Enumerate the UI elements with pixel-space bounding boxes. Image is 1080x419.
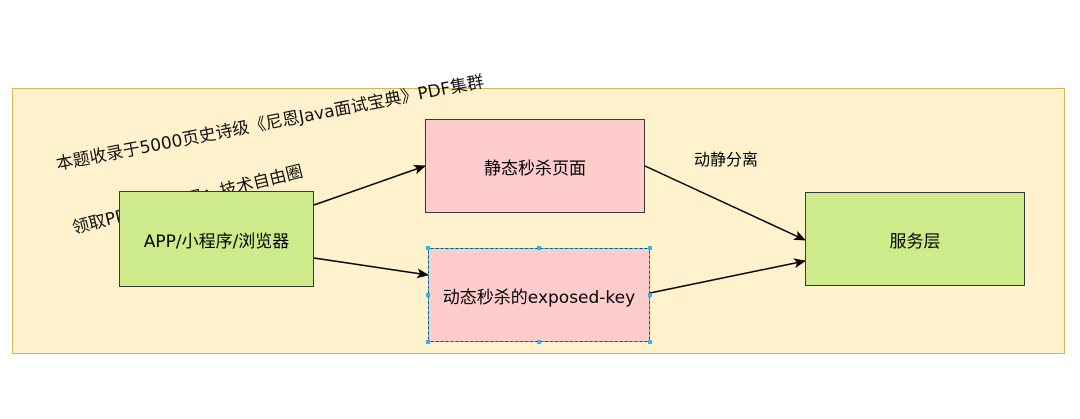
edge-client-to-static[interactable] [313,164,426,206]
node-static-page-label: 静态秒杀页面 [484,158,586,179]
selection-handle[interactable] [648,293,652,297]
node-client-label: APP/小程序/浏览器 [143,231,290,252]
selection-handle[interactable] [426,293,430,297]
node-static-page[interactable]: 静态秒杀页面 [425,119,645,213]
selection-handle[interactable] [648,246,652,250]
node-service-label: 服务层 [889,231,941,252]
selection-handle[interactable] [426,340,430,344]
edge-dynamic-to-service[interactable] [649,258,806,294]
edge-label-separation: 动静分离 [694,150,759,169]
node-service[interactable]: 服务层 [805,192,1025,286]
selection-handle[interactable] [537,246,541,250]
edge-client-to-dynamic[interactable] [313,257,429,279]
selection-handle[interactable] [648,340,652,344]
node-dynamic-key[interactable]: 动态秒杀的exposed-key [428,248,650,342]
selection-handle[interactable] [426,246,430,250]
selection-handle[interactable] [537,340,541,344]
edge-static-to-service[interactable] [644,165,806,241]
node-client[interactable]: APP/小程序/浏览器 [119,191,314,287]
node-dynamic-key-label: 动态秒杀的exposed-key [442,287,636,308]
